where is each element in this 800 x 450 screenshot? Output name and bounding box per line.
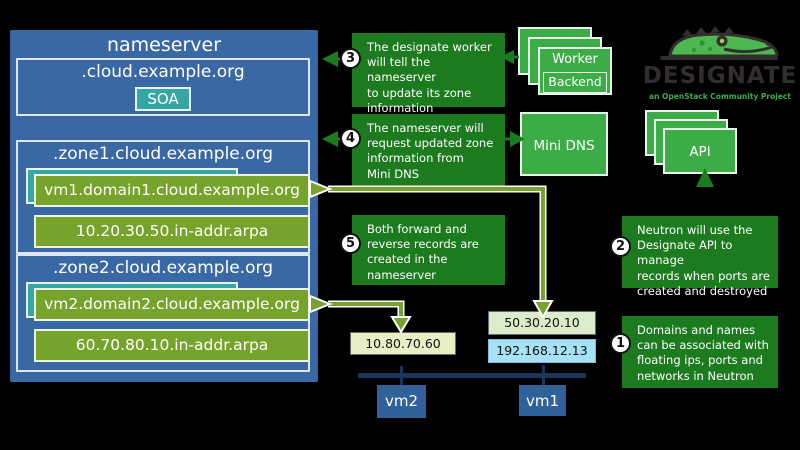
zone2-name: .zone2.cloud.example.org xyxy=(52,258,274,278)
logo-tagline: an OpenStack Community Project xyxy=(649,92,791,101)
nameserver-panel: nameserver .cloud.example.org SOA .zone1… xyxy=(10,30,318,382)
soa-zone-box: .cloud.example.org SOA xyxy=(16,58,310,116)
step2-badge: 2 xyxy=(610,236,631,257)
zone1-box: .zone1.cloud.example.org vm1.domain1.clo… xyxy=(16,140,310,254)
step2-note: Neutron will use the Designate API to ma… xyxy=(622,216,778,298)
minidns-box: Mini DNS xyxy=(520,112,608,176)
minidns-label: Mini DNS xyxy=(533,138,595,154)
vm1-box: vm1 xyxy=(519,385,566,416)
designate-crocodile-logo-icon xyxy=(660,26,779,60)
soa-zone-name: .cloud.example.org xyxy=(81,62,245,82)
api-card: API xyxy=(663,128,737,174)
zone1-name: .zone1.cloud.example.org xyxy=(52,144,274,164)
arrow-step2-to-api xyxy=(696,168,714,187)
vm2-ip-chip: 10.80.70.60 xyxy=(350,332,456,355)
designate-logo: DESIGNATE an OpenStack Community Project xyxy=(640,12,800,107)
step5-note: Both forward and reverse records are cre… xyxy=(352,215,505,285)
network-bar xyxy=(358,373,586,378)
worker-label: Worker xyxy=(552,52,598,67)
vm1-fixed-ip-chip: 192.168.12.13 xyxy=(488,339,596,363)
arrow-vm2-record-to-ip xyxy=(309,294,412,334)
arrow-worker-to-step3 xyxy=(500,50,519,64)
worker-card: Worker Backend xyxy=(538,47,612,95)
api-label: API xyxy=(689,144,711,160)
step4-badge: 4 xyxy=(340,128,361,149)
zone2-box: .zone2.cloud.example.org vm2.domain2.clo… xyxy=(16,254,310,372)
backend-chip: Backend xyxy=(543,72,607,93)
step4-note: The nameserver will request updated zone… xyxy=(352,114,505,186)
step1-note: Domains and names can be associated with… xyxy=(622,316,778,388)
step1-badge: 1 xyxy=(610,333,631,354)
step3-badge: 3 xyxy=(340,48,361,69)
zone1-reverse-record: 10.20.30.50.in-addr.arpa xyxy=(34,215,310,248)
zone2-reverse-record: 60.70.80.10.in-addr.arpa xyxy=(34,329,310,362)
arrow-vm1-record-to-floating-ip xyxy=(309,179,554,320)
soa-record-chip: SOA xyxy=(135,87,191,111)
vm1-floating-ip-chip: 50.30.20.10 xyxy=(488,311,596,335)
step5-badge: 5 xyxy=(340,233,361,254)
nameserver-panel-title: nameserver xyxy=(106,34,222,56)
zone2-forward-record: vm2.domain2.cloud.example.org xyxy=(34,288,310,321)
logo-title: DESIGNATE xyxy=(642,63,798,89)
vm2-box: vm2 xyxy=(377,385,426,418)
step3-note: The designate worker will tell the names… xyxy=(352,33,505,115)
arrow-step4-to-minidns xyxy=(505,131,525,147)
